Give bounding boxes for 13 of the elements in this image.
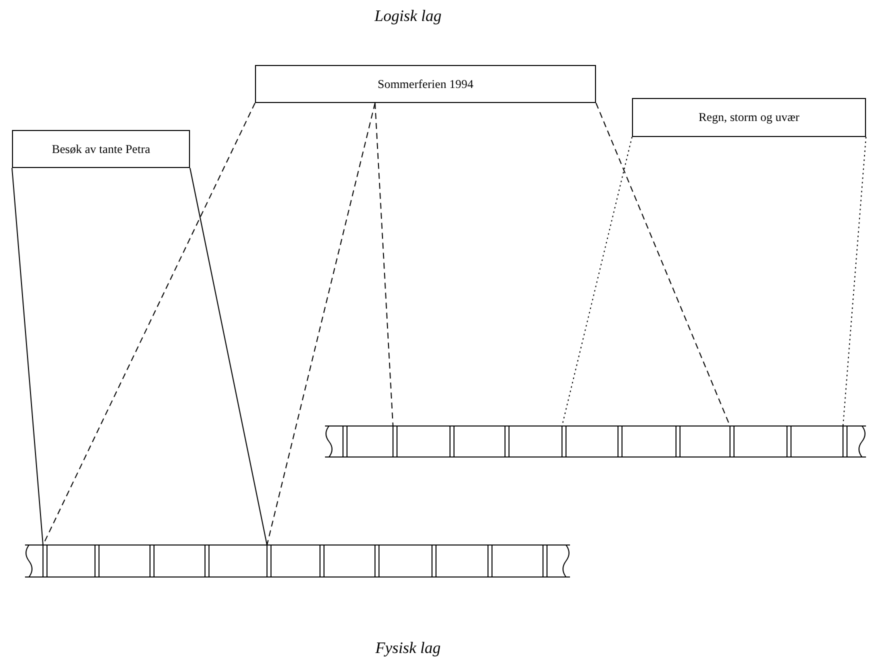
film-strip-drawing (324, 426, 866, 458)
layer-label: Logisk lag (374, 8, 442, 26)
text-box: Sommerferien 1994 (255, 65, 596, 103)
film-strip-drawing (24, 544, 570, 578)
leader-line (266, 102, 376, 546)
leader-line (12, 168, 44, 546)
leader-line (42, 102, 256, 546)
text-box: Regn, storm og uvær (632, 98, 866, 137)
leader-line (374, 102, 394, 426)
layer-label: Fysisk lag (375, 640, 441, 658)
leader-line (190, 168, 268, 546)
text-box: Besøk av tante Petra (12, 130, 190, 168)
leader-line (842, 136, 866, 426)
